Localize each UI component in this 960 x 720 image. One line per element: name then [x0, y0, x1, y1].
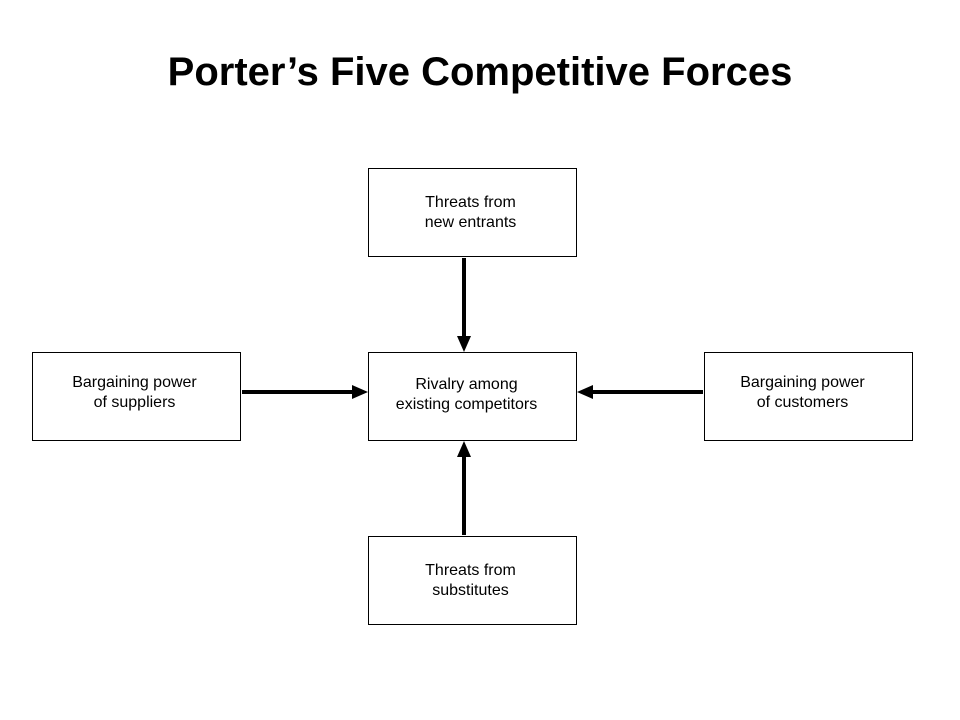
node-label: Threats from new entrants — [425, 193, 517, 233]
node-label-line: Threats from — [425, 561, 516, 579]
node-threats-substitutes: Threats from substitutes — [368, 536, 577, 625]
node-label-line: Rivalry among — [415, 375, 518, 393]
arrow-left-to-center — [242, 385, 368, 399]
arrow-right-to-center — [577, 385, 703, 399]
node-label-line: substitutes — [432, 581, 509, 599]
node-label-line: Threats from — [425, 193, 516, 211]
node-customer-power: Bargaining power of customers — [704, 352, 913, 441]
node-label-line: existing competitors — [395, 395, 538, 413]
node-label-line: Bargaining power — [740, 373, 865, 391]
node-label: Rivalry among existing competitors — [396, 375, 537, 415]
node-label: Bargaining power of customers — [740, 373, 865, 413]
node-label: Bargaining power of suppliers — [72, 373, 197, 413]
arrow-bottom-to-center — [457, 441, 471, 535]
node-label: Threats from substitutes — [425, 561, 516, 601]
diagram-title: Porter’s Five Competitive Forces — [167, 50, 793, 94]
node-supplier-power: Bargaining power of suppliers — [32, 352, 241, 441]
arrow-top-to-center — [457, 258, 471, 352]
node-label-line: new entrants — [424, 213, 517, 231]
node-label-line: of customers — [756, 393, 849, 411]
node-rivalry: Rivalry among existing competitors — [368, 352, 577, 441]
node-label-line: of suppliers — [93, 393, 176, 411]
node-label-line: Bargaining power — [72, 373, 197, 391]
node-threats-new-entrants: Threats from new entrants — [368, 168, 577, 257]
